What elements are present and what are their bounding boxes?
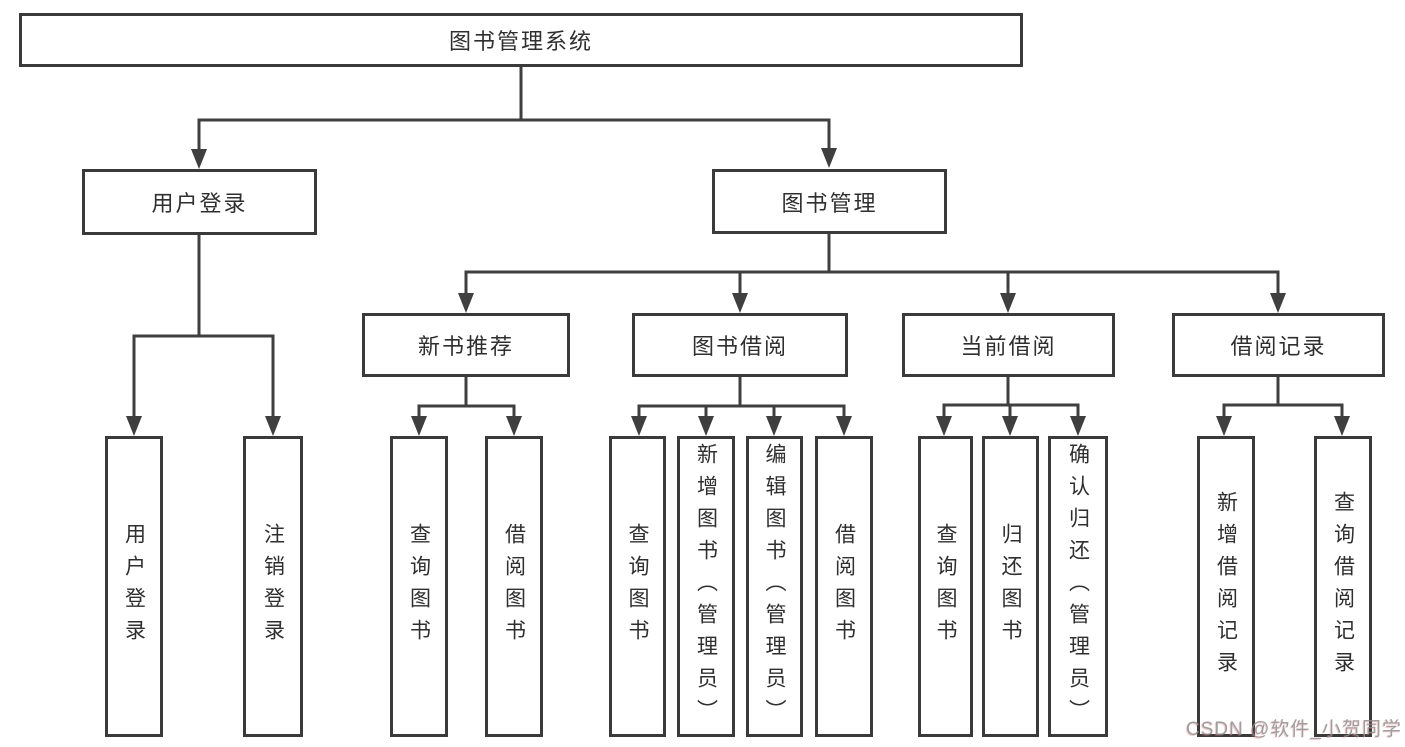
- node-current-borrowing: 当前借阅: [902, 313, 1115, 377]
- arrowheads: [126, 148, 1350, 436]
- node-leaf-query-books-recommend-label: 查询图书: [407, 522, 431, 651]
- node-new-book-recommend: 新书推荐: [362, 313, 570, 377]
- node-leaf-query-books-recommend: 查询图书: [390, 436, 448, 737]
- node-leaf-edit-books-admin: 编辑图书（管理员）: [746, 436, 803, 737]
- node-leaf-user-login-label: 用户登录: [122, 522, 146, 651]
- node-user-login-group: 用户登录: [82, 169, 317, 235]
- csdn-watermark: CSDN @软件_小贺同学: [1186, 719, 1402, 740]
- node-library-system: 图书管理系统: [19, 13, 1023, 67]
- node-leaf-query-borrow-record: 查询借阅记录: [1314, 436, 1372, 737]
- node-leaf-add-books-admin: 新增图书（管理员）: [677, 436, 735, 737]
- node-leaf-add-borrow-record-label: 新增借阅记录: [1214, 490, 1238, 683]
- node-leaf-borrow-books-recommend: 借阅图书: [485, 436, 543, 737]
- node-leaf-return-books: 归还图书: [982, 436, 1039, 737]
- node-book-management: 图书管理: [712, 169, 947, 234]
- node-borrow-records: 借阅记录: [1172, 313, 1385, 377]
- node-leaf-logout: 注销登录: [243, 436, 303, 737]
- node-leaf-confirm-return-admin-label: 确认归还（管理员）: [1066, 442, 1090, 731]
- node-leaf-user-login: 用户登录: [105, 436, 163, 737]
- node-leaf-logout-label: 注销登录: [261, 522, 285, 651]
- node-leaf-query-books-borrowing: 查询图书: [609, 436, 666, 737]
- node-leaf-query-books-current-label: 查询图书: [934, 522, 957, 651]
- node-leaf-query-borrow-record-label: 查询借阅记录: [1331, 490, 1355, 683]
- node-leaf-borrow-books-recommend-label: 借阅图书: [502, 522, 526, 651]
- node-leaf-add-borrow-record: 新增借阅记录: [1197, 436, 1255, 737]
- node-leaf-edit-books-admin-label: 编辑图书（管理员）: [763, 442, 786, 731]
- node-leaf-confirm-return-admin: 确认归还（管理员）: [1048, 436, 1108, 737]
- node-leaf-add-books-admin-label: 新增图书（管理员）: [694, 442, 718, 731]
- node-leaf-return-books-label: 归还图书: [999, 522, 1022, 651]
- node-book-borrowing: 图书借阅: [632, 313, 848, 377]
- node-leaf-borrow-books-label: 借阅图书: [832, 522, 856, 651]
- node-leaf-query-books-current: 查询图书: [918, 436, 973, 737]
- node-leaf-query-books-borrowing-label: 查询图书: [626, 522, 649, 651]
- node-leaf-borrow-books: 借阅图书: [815, 436, 873, 737]
